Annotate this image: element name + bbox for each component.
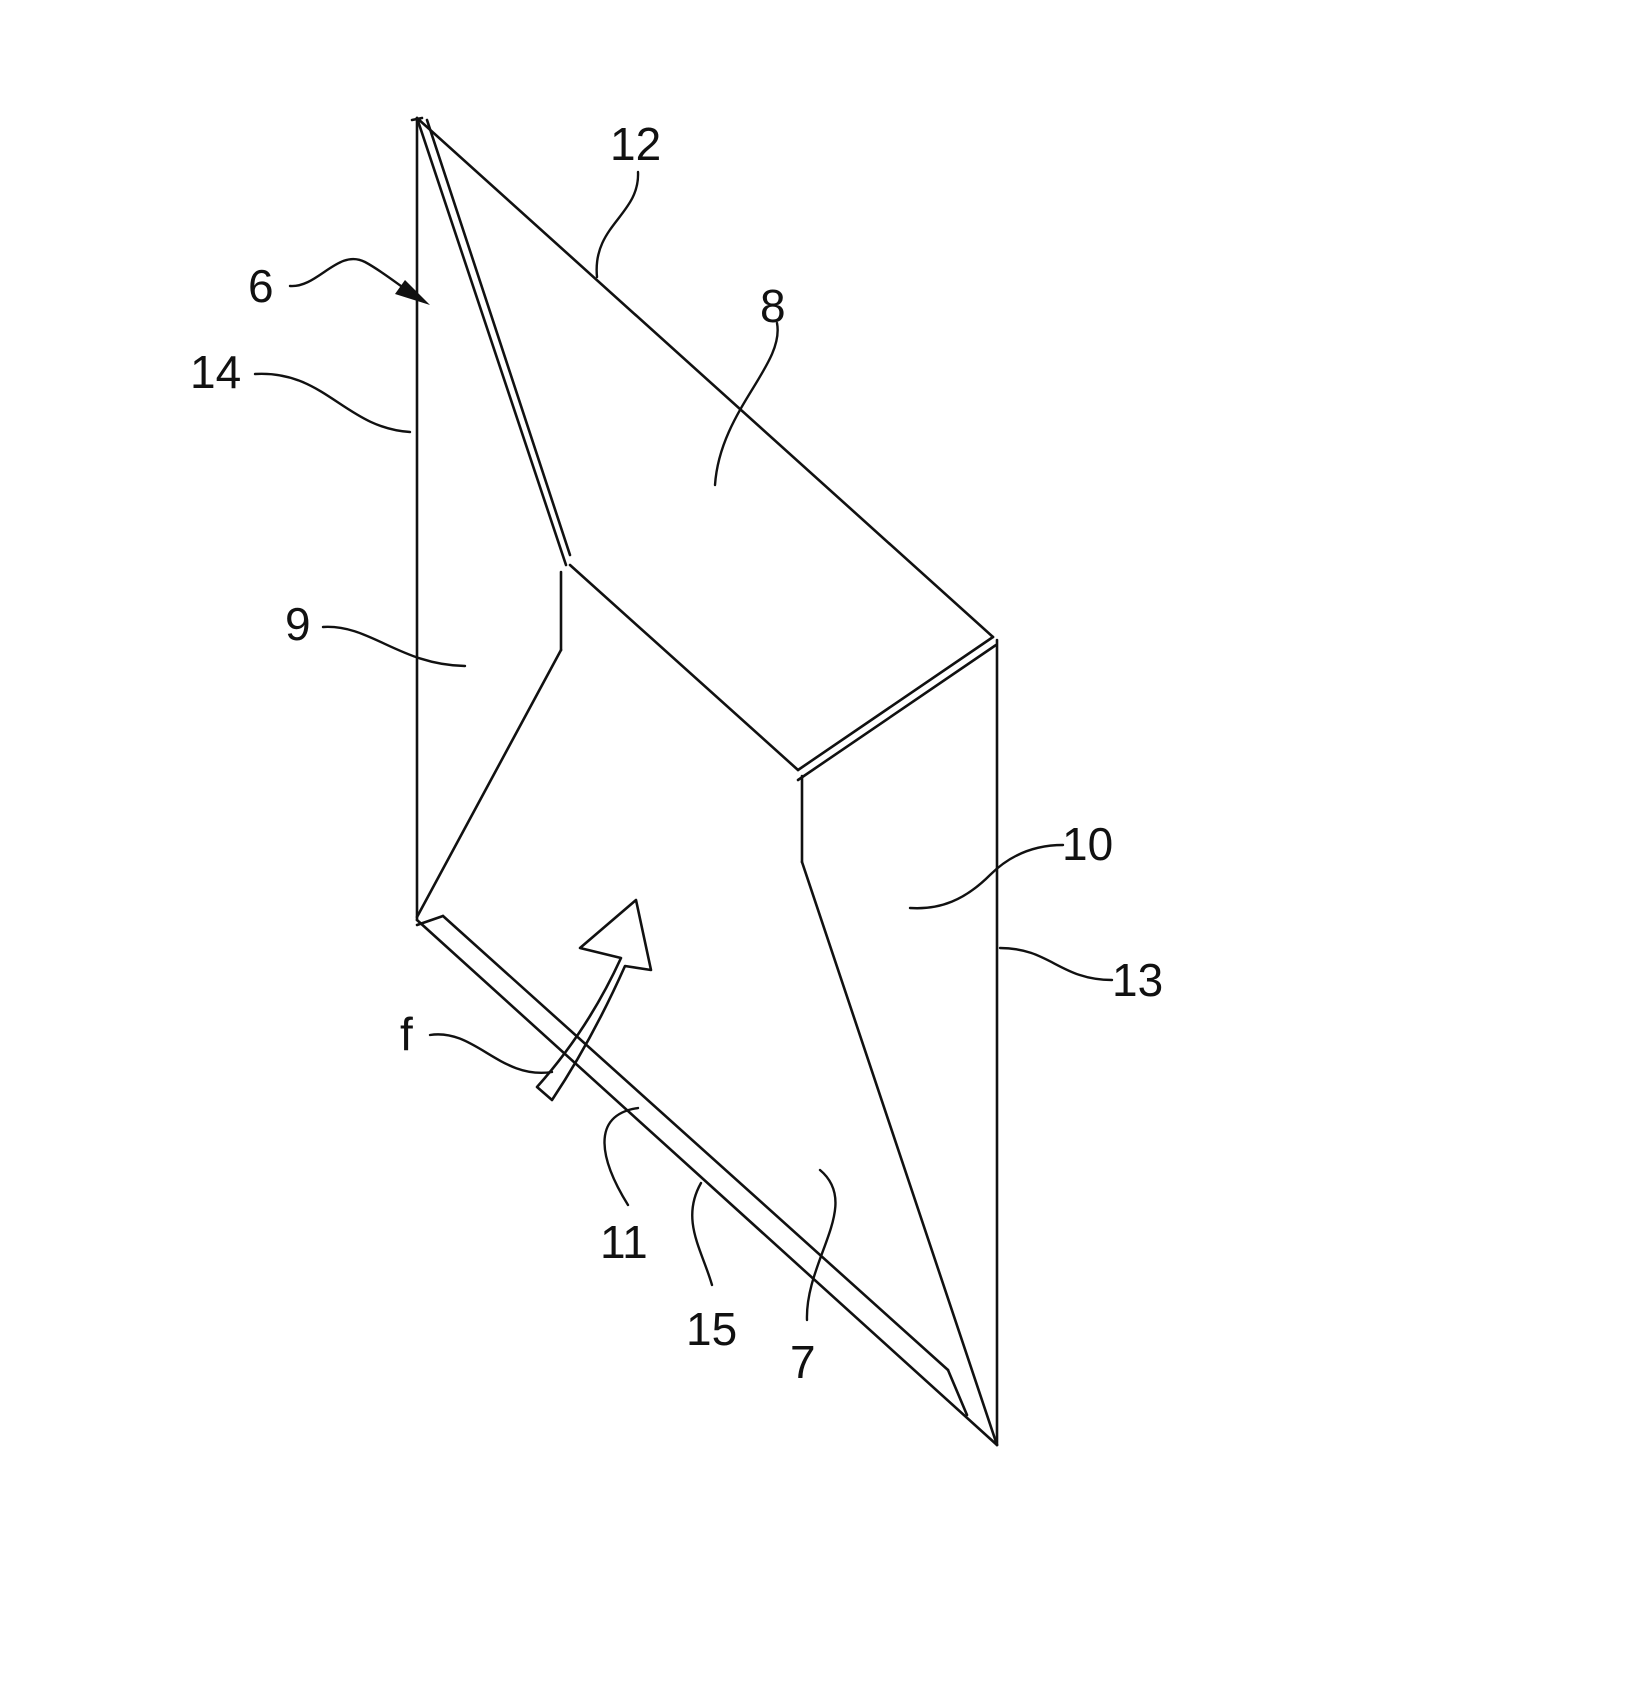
envelope-outline: [412, 118, 997, 1445]
label-8: 8: [760, 280, 786, 332]
leader-lines: [255, 172, 1112, 1320]
leader-10: [910, 845, 1063, 908]
label-14: 14: [190, 346, 241, 398]
label-10: 10: [1062, 818, 1113, 870]
leader-12: [597, 172, 638, 277]
leader-6: [290, 259, 408, 291]
label-15: 15: [686, 1303, 737, 1355]
label-9: 9: [285, 598, 311, 650]
leader-9: [323, 627, 465, 666]
leader-7: [807, 1170, 836, 1320]
label-6: 6: [248, 260, 274, 312]
right-flap-top-fold: [798, 637, 993, 770]
label-7: 7: [790, 1336, 816, 1388]
leader-13: [1000, 948, 1112, 980]
leader-14: [255, 374, 410, 432]
top-flap-bottom-edge: [570, 565, 798, 770]
right-flap-top-fold-inner: [798, 645, 996, 780]
label-13: 13: [1112, 954, 1163, 1006]
label-f: f: [400, 1008, 413, 1060]
top-flap-left-fold-inner: [427, 120, 570, 555]
leader-8: [715, 323, 778, 485]
reference-labels: 12 6 14 8 9 10 13 f 11 15 7: [190, 118, 1163, 1388]
label-12: 12: [610, 118, 661, 170]
leader-6-arrowhead: [395, 280, 430, 305]
leader-f: [430, 1034, 552, 1072]
leader-11: [605, 1108, 639, 1205]
left-flap: [417, 572, 561, 917]
leader-15: [692, 1183, 712, 1285]
seal-strip-start: [417, 916, 443, 925]
label-11: 11: [600, 1216, 648, 1268]
seal-strip-inner-edge: [443, 916, 948, 1370]
top-flap: [417, 118, 798, 770]
opening-arrow-icon: [537, 900, 651, 1100]
left-flap-diagonal: [417, 650, 561, 917]
